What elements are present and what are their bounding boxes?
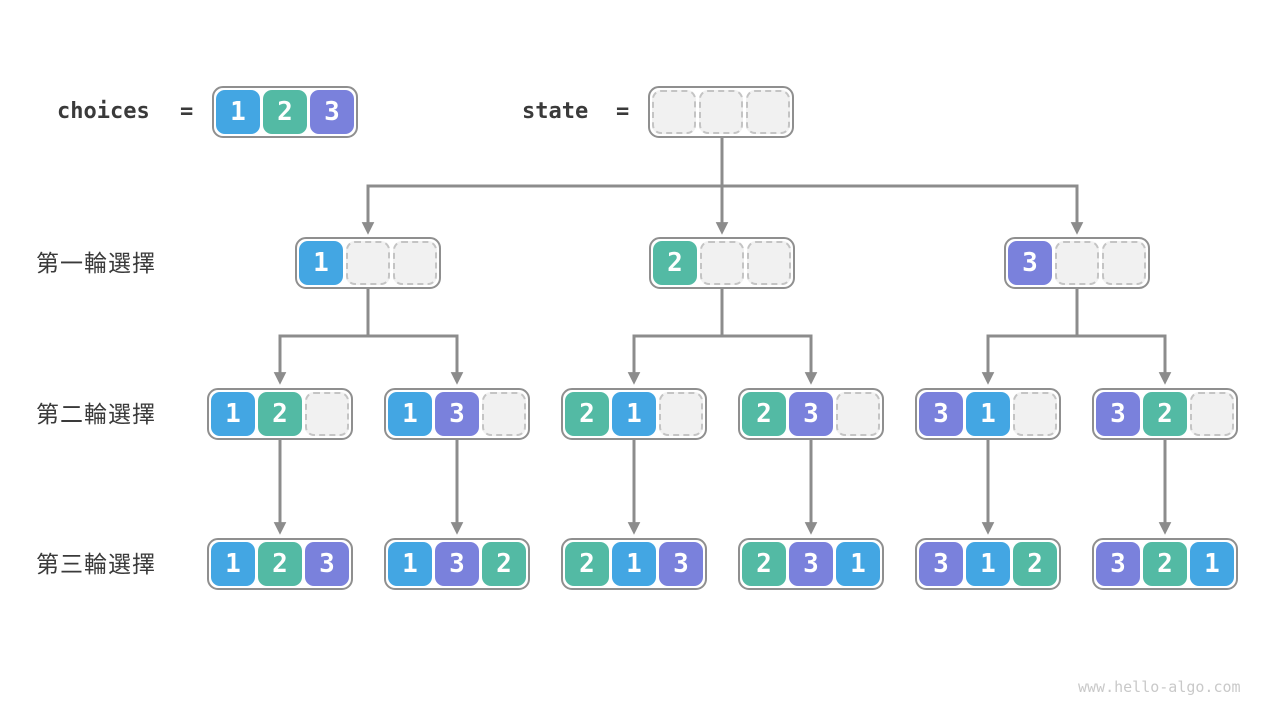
cell-empty [482, 392, 526, 436]
watermark: www.hello-algo.com [1078, 678, 1241, 696]
cell-empty [652, 90, 696, 134]
cell-empty [699, 90, 743, 134]
level-2-label: 第二輪選擇 [36, 401, 156, 427]
cell-value: 2 [482, 542, 526, 586]
choices-label: choices [57, 99, 150, 124]
cell-value: 3 [310, 90, 354, 134]
cell-value: 1 [211, 542, 255, 586]
cell-value: 1 [966, 392, 1010, 436]
state-node-l1-2: 2 [649, 237, 795, 289]
cell-value: 2 [1143, 542, 1187, 586]
cell-empty [346, 241, 390, 285]
cell-value: 3 [659, 542, 703, 586]
cell-value: 3 [435, 392, 479, 436]
cell-empty [747, 241, 791, 285]
cell-value: 2 [742, 392, 786, 436]
cell-value: 1 [216, 90, 260, 134]
cell-value: 3 [789, 392, 833, 436]
cell-empty [305, 392, 349, 436]
cell-value: 1 [612, 542, 656, 586]
cell-value: 3 [305, 542, 349, 586]
cell-value: 3 [1008, 241, 1052, 285]
cell-value: 3 [919, 542, 963, 586]
state-array [648, 86, 794, 138]
cell-value: 1 [388, 392, 432, 436]
cell-value: 2 [258, 542, 302, 586]
cell-empty [1055, 241, 1099, 285]
cell-value: 3 [1096, 542, 1140, 586]
cell-value: 1 [966, 542, 1010, 586]
cell-empty [1190, 392, 1234, 436]
cell-value: 2 [1013, 542, 1057, 586]
cell-value: 1 [388, 542, 432, 586]
state-equals-sign: = [616, 99, 630, 124]
cell-value: 2 [263, 90, 307, 134]
cell-value: 1 [836, 542, 880, 586]
choices-equals-sign: = [180, 99, 194, 124]
cell-value: 2 [1143, 392, 1187, 436]
cell-empty [393, 241, 437, 285]
cell-empty [1102, 241, 1146, 285]
level-1-label: 第一輪選擇 [36, 250, 156, 276]
cell-empty [700, 241, 744, 285]
cell-empty [1013, 392, 1057, 436]
cell-value: 1 [612, 392, 656, 436]
cell-empty [659, 392, 703, 436]
level-3-label: 第三輪選擇 [36, 551, 156, 577]
cell-value: 1 [211, 392, 255, 436]
cell-value: 1 [299, 241, 343, 285]
cell-value: 2 [258, 392, 302, 436]
state-node-l1-3: 3 [1004, 237, 1150, 289]
cell-value: 3 [919, 392, 963, 436]
cell-value: 2 [742, 542, 786, 586]
cell-value: 2 [565, 392, 609, 436]
cell-value: 1 [1190, 542, 1234, 586]
cell-value: 3 [789, 542, 833, 586]
cell-value: 2 [565, 542, 609, 586]
cell-value: 3 [435, 542, 479, 586]
state-node-l1-1: 1 [295, 237, 441, 289]
state-label: state [522, 99, 589, 124]
cell-value: 2 [653, 241, 697, 285]
cell-value: 3 [1096, 392, 1140, 436]
cell-empty [836, 392, 880, 436]
cell-empty [746, 90, 790, 134]
